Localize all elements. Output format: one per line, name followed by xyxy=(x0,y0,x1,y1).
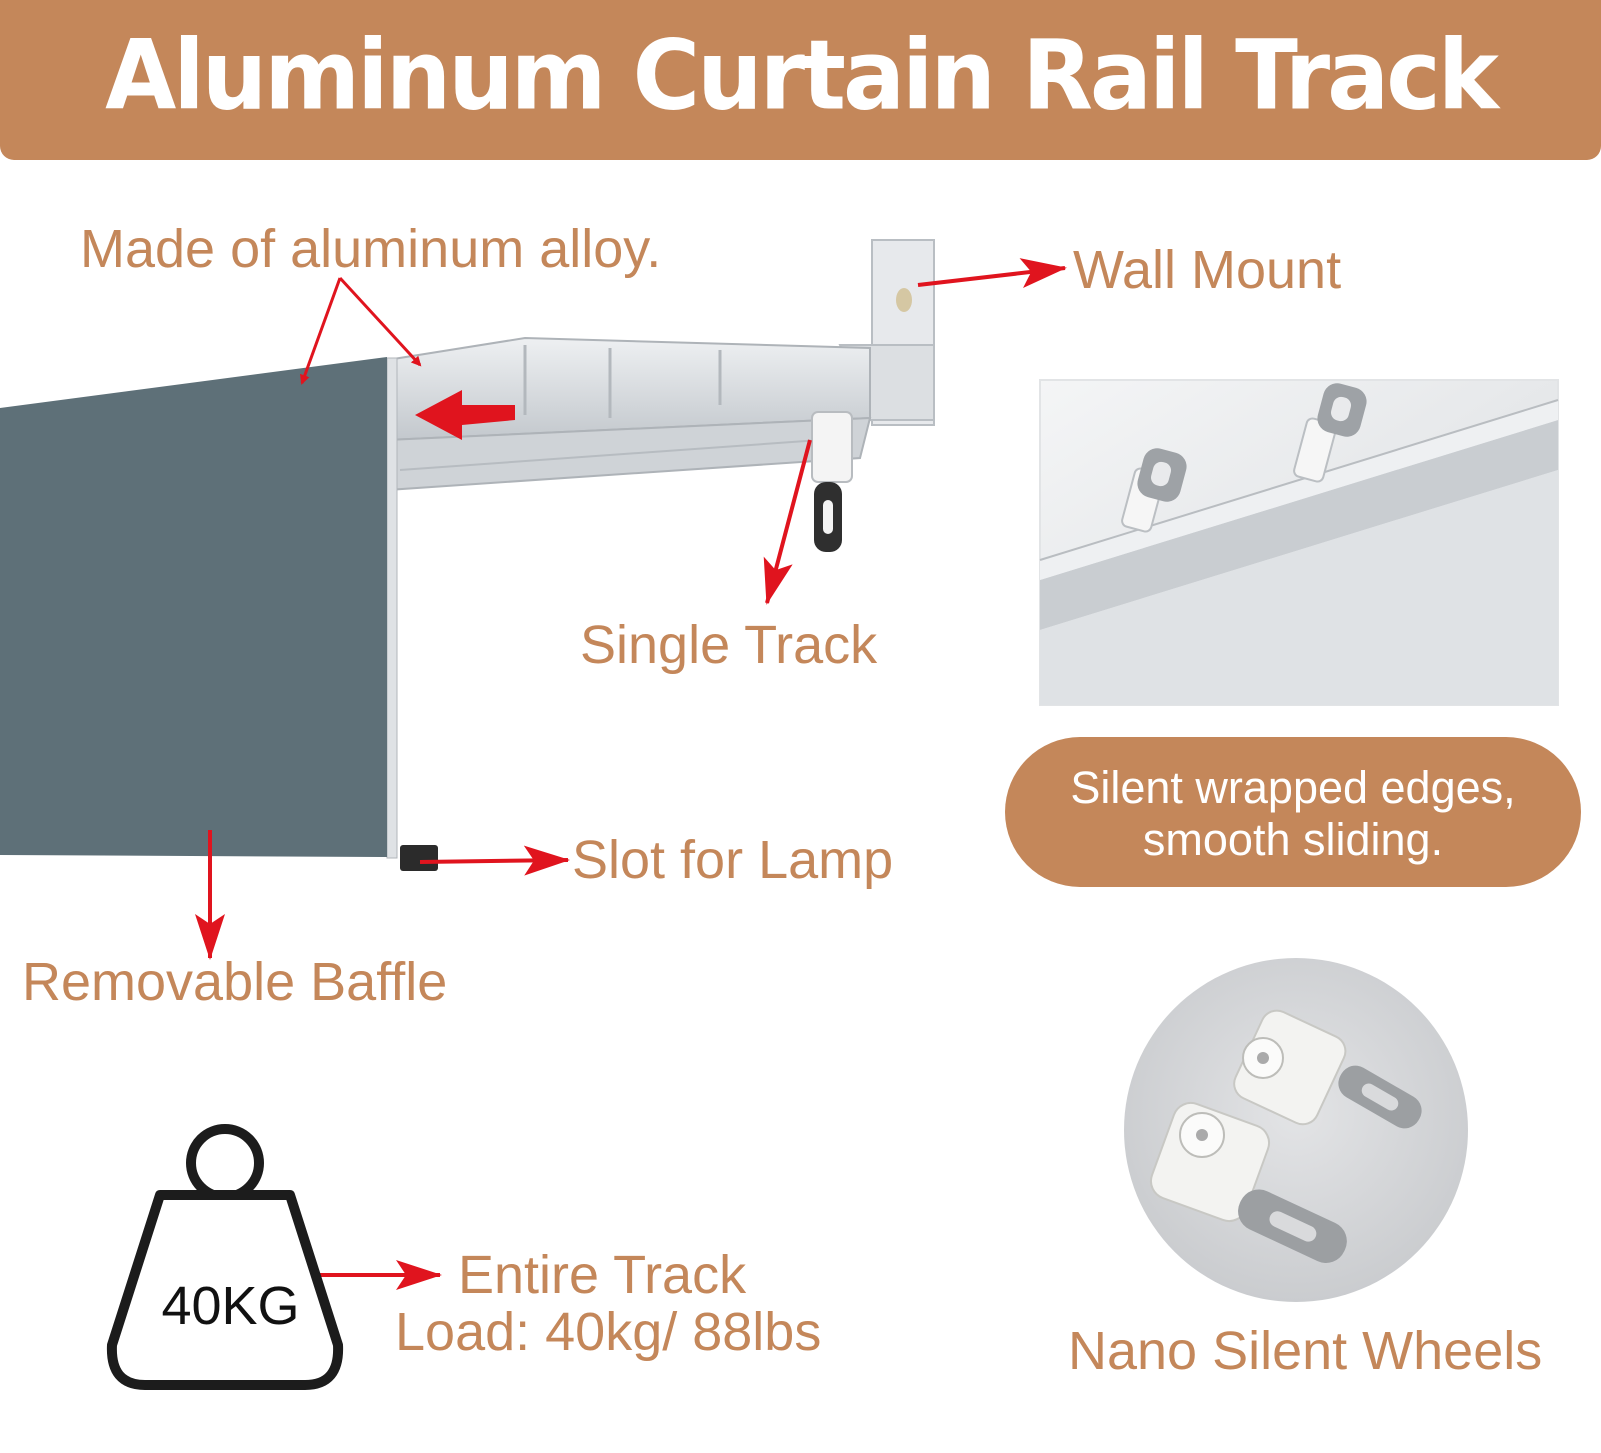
feature-callout-line2: smooth sliding. xyxy=(1142,814,1444,865)
removable-baffle-label: Removable Baffle xyxy=(22,952,448,1012)
single-track-label: Single Track xyxy=(580,615,878,675)
load-label-line2: Load: 40kg/ 88lbs xyxy=(395,1302,822,1362)
feature-callout-line1: Silent wrapped edges, xyxy=(1070,762,1516,813)
lamp-slot xyxy=(400,845,438,871)
wall-mount-label: Wall Mount xyxy=(1073,240,1342,300)
slot-for-lamp-label: Slot for Lamp xyxy=(572,830,894,890)
track-hook xyxy=(811,411,853,552)
material-label: Made of aluminum alloy. xyxy=(80,219,662,279)
header-banner: Aluminum Curtain Rail Track xyxy=(0,0,1601,160)
single-track-arrow xyxy=(763,439,812,605)
nano-wheels-label: Nano Silent Wheels xyxy=(1068,1321,1543,1381)
track-closeup-photo xyxy=(1039,379,1559,706)
page-title: Aluminum Curtain Rail Track xyxy=(105,19,1499,132)
feature-callout-text: Silent wrapped edges, smooth sliding. xyxy=(1005,762,1581,866)
removable-baffle-plate xyxy=(0,357,387,857)
feature-callout: Silent wrapped edges, smooth sliding. xyxy=(1005,737,1581,887)
weight-value: 40KG xyxy=(161,1276,300,1336)
wall-mount-arrow xyxy=(917,258,1067,288)
material-callout-lines xyxy=(300,276,422,385)
wheels-closeup-photo xyxy=(1124,958,1468,1302)
weight-icon xyxy=(106,1124,344,1390)
direction-arrow xyxy=(415,390,515,440)
lamp-slot-arrow xyxy=(419,845,570,876)
load-label-line1: Entire Track xyxy=(458,1245,747,1305)
